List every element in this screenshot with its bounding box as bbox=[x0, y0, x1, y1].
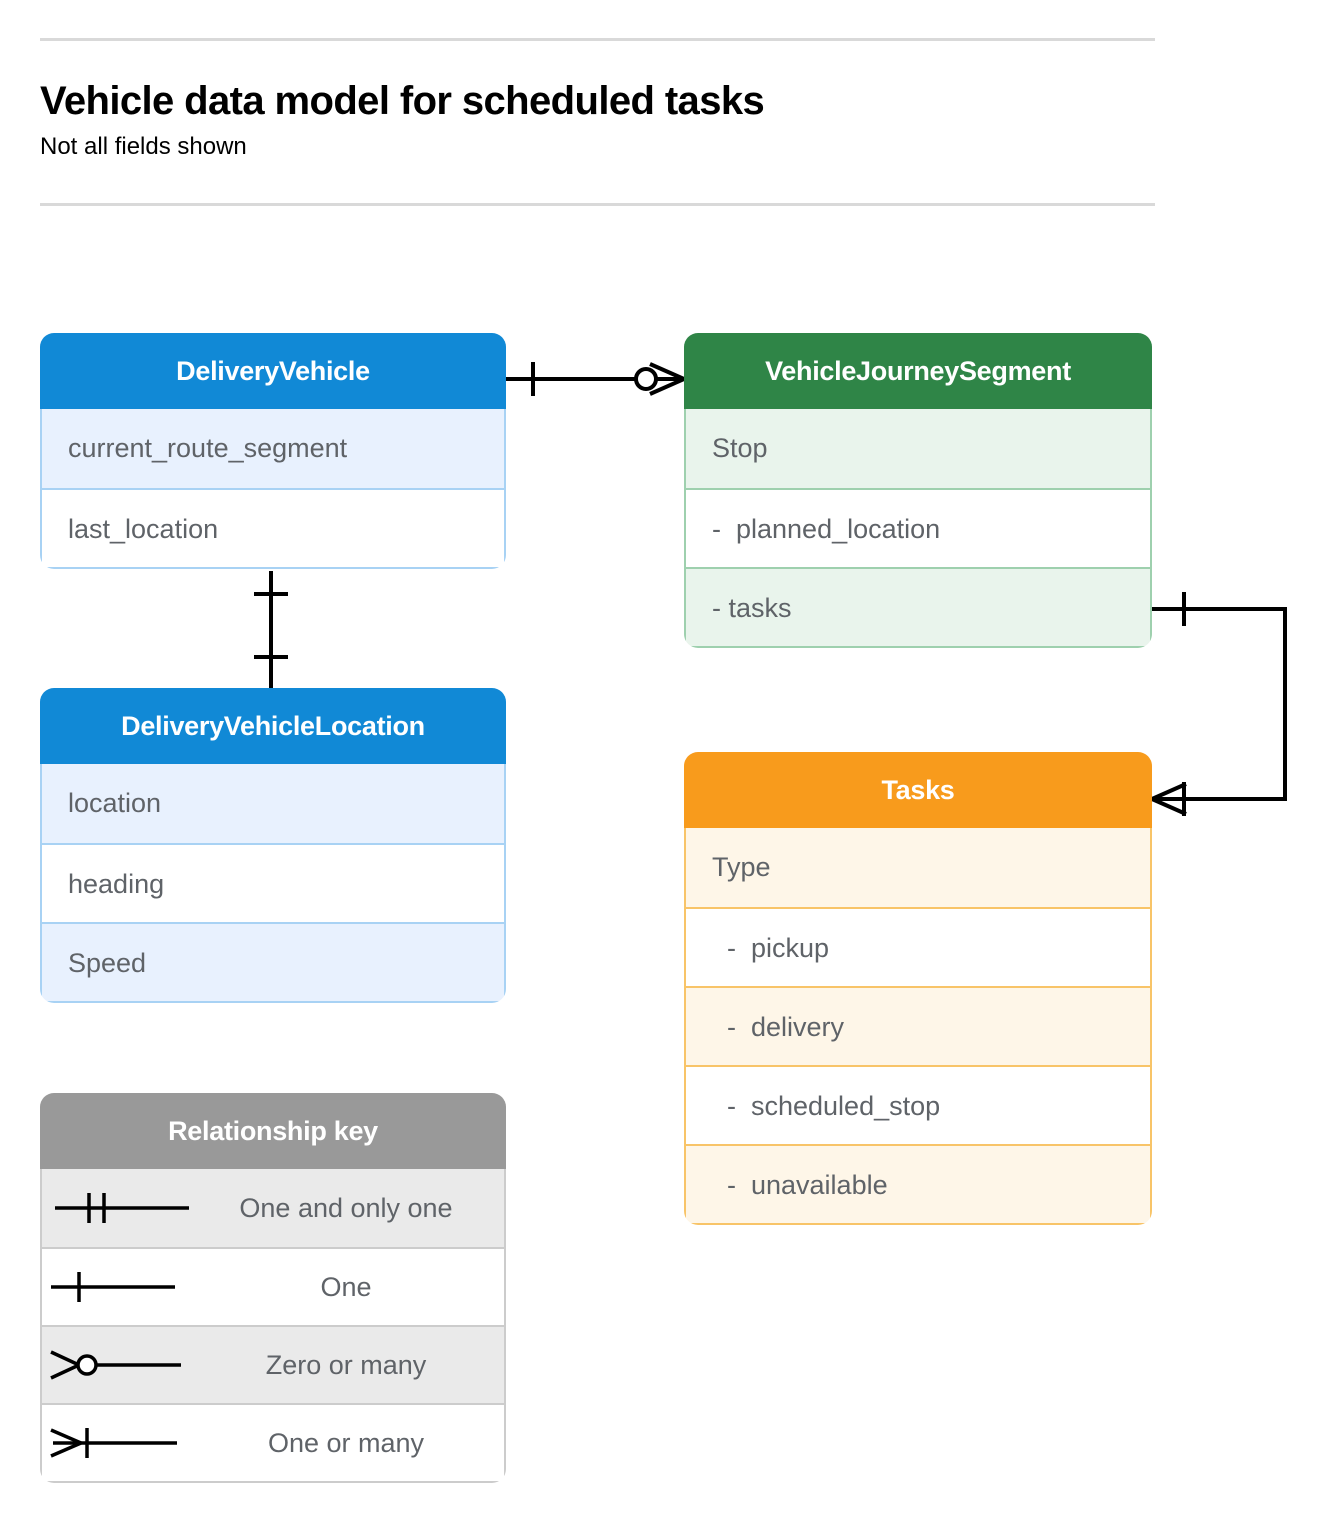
legend-row-list: One and only one One bbox=[40, 1169, 506, 1483]
legend-item-label: One or many bbox=[267, 1427, 425, 1458]
entity-field-row[interactable]: location bbox=[42, 764, 504, 843]
page-title: Vehicle data model for scheduled tasks bbox=[40, 79, 765, 123]
entity-field-list: Stop - planned_location - tasks bbox=[684, 409, 1152, 648]
legend-item-zero-or-many: Zero or many bbox=[42, 1325, 504, 1403]
entity-field-list: current_route_segment last_location bbox=[40, 409, 506, 569]
entity-field-row[interactable]: Stop bbox=[686, 409, 1150, 488]
legend-item-label: One and only one bbox=[239, 1192, 453, 1223]
entity-field-list: location heading Speed bbox=[40, 764, 506, 1003]
legend-item-one-and-only-one: One and only one bbox=[42, 1169, 504, 1247]
entity-field-row[interactable]: heading bbox=[42, 843, 504, 922]
one-icon bbox=[42, 1264, 202, 1310]
entity-title-delivery-vehicle: DeliveryVehicle bbox=[40, 333, 506, 409]
entity-delivery-vehicle[interactable]: DeliveryVehicle current_route_segment la… bbox=[40, 333, 506, 569]
entity-field-row[interactable]: - unavailable bbox=[686, 1144, 1150, 1223]
entity-title-tasks: Tasks bbox=[684, 752, 1152, 828]
entity-field-row[interactable]: - scheduled_stop bbox=[686, 1065, 1150, 1144]
entity-field-row[interactable]: last_location bbox=[42, 488, 504, 567]
header-rule-top bbox=[40, 38, 1155, 41]
connector-tasks-field-to-tasks-entity bbox=[1151, 592, 1287, 816]
connector-vehicle-to-vehicle-location bbox=[254, 571, 288, 688]
entity-title-vehicle-journey-segment: VehicleJourneySegment bbox=[684, 333, 1152, 409]
entity-field-row[interactable]: Speed bbox=[42, 922, 504, 1001]
entity-field-row[interactable]: - pickup bbox=[686, 907, 1150, 986]
entity-field-list: Type - pickup - delivery - scheduled_sto… bbox=[684, 828, 1152, 1225]
connector-vehicle-to-journey-segment bbox=[506, 362, 685, 396]
one-and-only-one-icon bbox=[42, 1185, 202, 1231]
legend-item-label: One bbox=[320, 1271, 372, 1302]
entity-field-row[interactable]: - tasks bbox=[686, 567, 1150, 646]
entity-title-delivery-vehicle-location: DeliveryVehicleLocation bbox=[40, 688, 506, 764]
entity-field-row[interactable]: - delivery bbox=[686, 986, 1150, 1065]
entity-field-row[interactable]: - planned_location bbox=[686, 488, 1150, 567]
relationship-key-legend: Relationship key One and only one bbox=[40, 1093, 506, 1483]
entity-tasks[interactable]: Tasks Type - pickup - delivery - schedul… bbox=[684, 752, 1152, 1225]
zero-or-many-icon bbox=[42, 1342, 202, 1388]
page-subtitle: Not all fields shown bbox=[40, 133, 247, 160]
entity-vehicle-journey-segment[interactable]: VehicleJourneySegment Stop - planned_loc… bbox=[684, 333, 1152, 648]
entity-field-row[interactable]: Type bbox=[686, 828, 1150, 907]
diagram-header: Vehicle data model for scheduled tasks N… bbox=[40, 38, 1155, 162]
legend-title: Relationship key bbox=[40, 1093, 506, 1169]
legend-item-one: One bbox=[42, 1247, 504, 1325]
legend-item-one-or-many: One or many bbox=[42, 1403, 504, 1481]
legend-item-label: Zero or many bbox=[265, 1349, 427, 1380]
entity-delivery-vehicle-location[interactable]: DeliveryVehicleLocation location heading… bbox=[40, 688, 506, 1003]
entity-field-row[interactable]: current_route_segment bbox=[42, 409, 504, 488]
header-rule-bottom bbox=[40, 203, 1155, 206]
one-or-many-icon bbox=[42, 1420, 202, 1466]
